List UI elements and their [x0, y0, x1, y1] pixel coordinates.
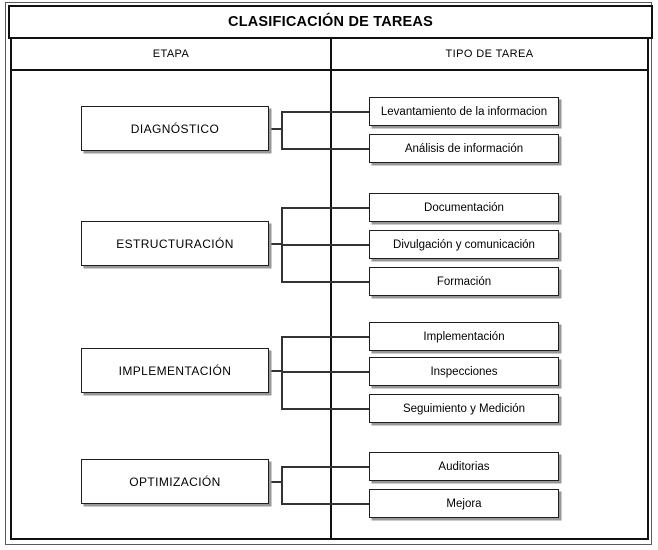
task-box-divulgacion: Divulgación y comunicación — [369, 230, 559, 259]
column-header-tipo-de-tarea: TIPO DE TAREA — [332, 39, 647, 71]
connector-branch — [281, 281, 369, 283]
connector-branch — [281, 244, 369, 246]
connector-stub — [268, 128, 282, 130]
stage-box-optimizacion: OPTIMIZACIÓN — [81, 459, 269, 504]
task-box-seguimiento: Seguimiento y Medición — [369, 394, 559, 423]
task-box-mejora: Mejora — [369, 489, 559, 518]
column-divider-line — [330, 39, 332, 538]
stage-box-implementacion: IMPLEMENTACIÓN — [81, 348, 269, 393]
task-box-inspecciones: Inspecciones — [369, 357, 559, 386]
task-box-levantamiento: Levantamiento de la informacion — [369, 97, 559, 126]
connector-branch — [281, 408, 369, 410]
connector-stub — [268, 243, 282, 245]
diagram-title-box: CLASIFICACIÓN DE TAREAS — [8, 5, 653, 39]
task-box-analisis: Análisis de información — [369, 134, 559, 163]
connector-branch — [281, 371, 369, 373]
connector-branch — [281, 148, 369, 150]
task-box-implementacion: Implementación — [369, 322, 559, 351]
task-box-auditorias: Auditorias — [369, 452, 559, 481]
connector-branch — [281, 111, 369, 113]
task-box-documentacion: Documentación — [369, 193, 559, 222]
diagram-title: CLASIFICACIÓN DE TAREAS — [228, 14, 433, 30]
table-frame: ETAPA TIPO DE TAREA — [10, 37, 649, 540]
connector-branch — [281, 336, 369, 338]
connector-branch — [281, 466, 369, 468]
connector-bracket — [281, 466, 283, 505]
connector-bracket — [281, 111, 283, 150]
connector-branch — [281, 207, 369, 209]
task-box-formacion: Formación — [369, 267, 559, 296]
connector-stub — [268, 370, 282, 372]
connector-stub — [268, 481, 282, 483]
connector-branch — [281, 503, 369, 505]
column-header-etapa: ETAPA — [12, 39, 330, 71]
connector-bracket — [281, 336, 283, 410]
outer-frame — [5, 2, 652, 545]
stage-box-diagnostico: DIAGNÓSTICO — [81, 106, 269, 151]
stage-box-estructuracion: ESTRUCTURACIÓN — [81, 221, 269, 266]
